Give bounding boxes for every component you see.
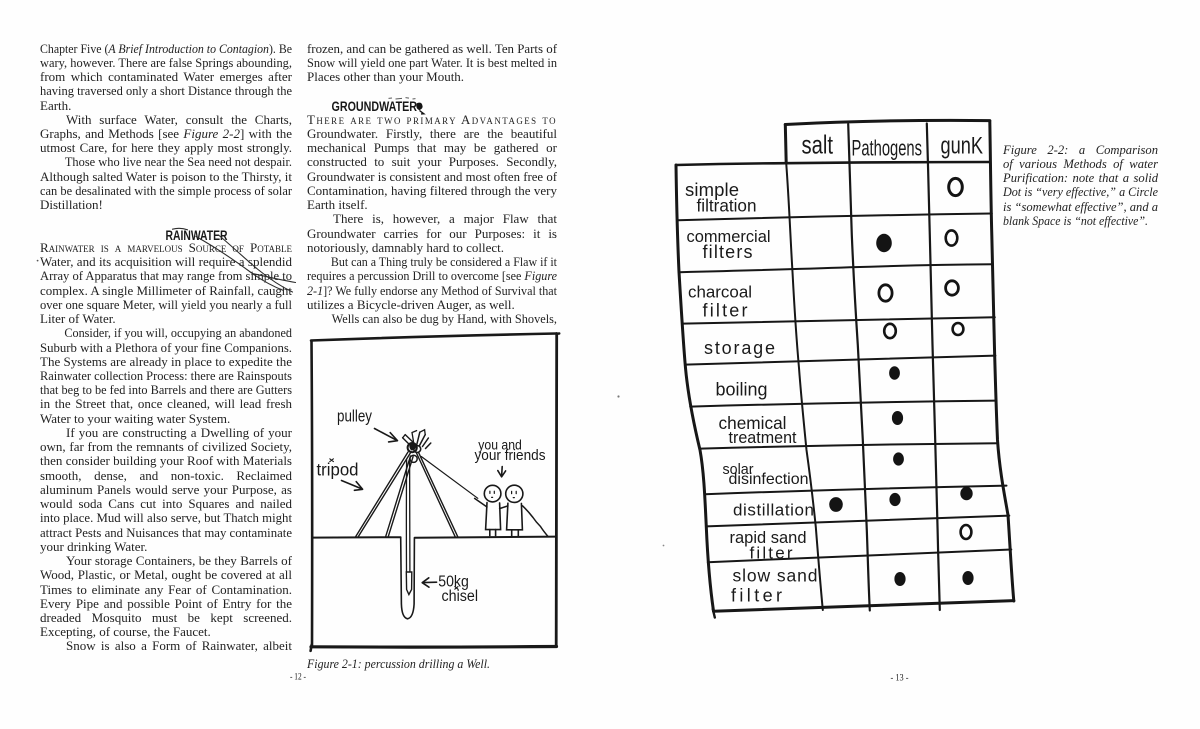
svg-text:solar: solar bbox=[723, 461, 754, 478]
svg-text:GROUNDWATER: GROUNDWATER bbox=[332, 99, 418, 115]
svg-text:Pathogens: Pathogens bbox=[852, 136, 923, 161]
svg-text:filtration: filtration bbox=[697, 196, 757, 216]
svg-text:filter: filter bbox=[731, 586, 782, 606]
svg-text:filter: filter bbox=[750, 544, 793, 563]
svg-text:charcoal: charcoal bbox=[688, 283, 752, 302]
svg-text:RAINWATER: RAINWATER bbox=[166, 228, 228, 244]
svg-text:50kg: 50kg bbox=[438, 574, 469, 591]
svg-text:tripod: tripod bbox=[317, 460, 359, 480]
svg-text:simple: simple bbox=[685, 179, 739, 200]
svg-text:- 13 -: - 13 - bbox=[891, 673, 909, 683]
svg-text:storage: storage bbox=[704, 338, 775, 358]
svg-text:chemical: chemical bbox=[719, 413, 787, 433]
svg-text:boiling: boiling bbox=[716, 380, 768, 400]
svg-text:gunK: gunK bbox=[941, 133, 984, 160]
svg-text:slow sand: slow sand bbox=[733, 566, 818, 586]
svg-text:- 12 -: - 12 - bbox=[290, 672, 306, 682]
svg-text:you and: you and bbox=[478, 436, 522, 452]
svg-text:filter: filter bbox=[703, 301, 748, 321]
svg-text:disinfection: disinfection bbox=[729, 471, 809, 488]
svg-text:salt: salt bbox=[802, 130, 834, 160]
svg-text:commercial: commercial bbox=[687, 227, 771, 246]
svg-text:chisel: chisel bbox=[442, 588, 479, 605]
svg-text:pulley: pulley bbox=[337, 407, 372, 426]
svg-text:filters: filters bbox=[703, 242, 753, 262]
svg-text:your friends: your friends bbox=[475, 448, 546, 464]
svg-text:treatment: treatment bbox=[729, 429, 797, 447]
svg-text:distillation: distillation bbox=[733, 501, 814, 520]
svg-text:rapid sand: rapid sand bbox=[730, 529, 807, 547]
